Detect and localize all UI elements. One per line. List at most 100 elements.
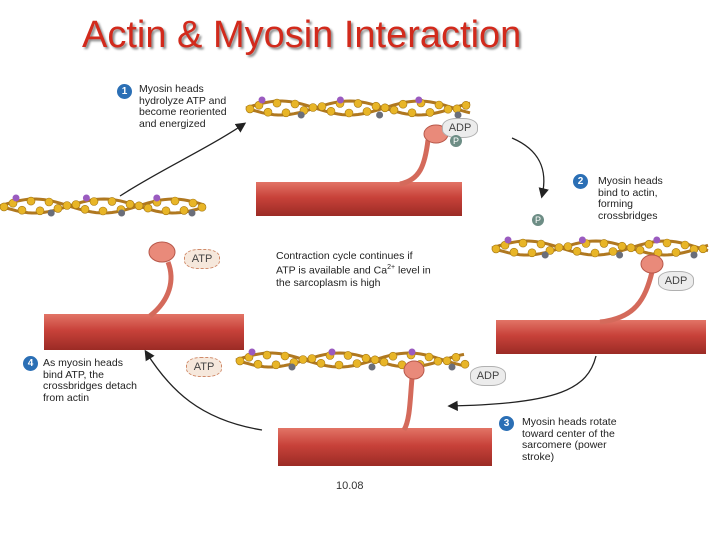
actin-bead: [398, 99, 408, 109]
troponin-complex: [12, 194, 20, 202]
actin-bead: [170, 196, 180, 206]
thick-filament-2: [496, 320, 706, 354]
note-line-2a: ATP is available and Ca: [276, 264, 388, 277]
actin-bead: [388, 351, 398, 361]
phosphate-label-released: P: [532, 214, 544, 226]
actin-bead: [361, 353, 371, 363]
actin-bead: [62, 201, 72, 210]
actin-bead: [491, 244, 501, 254]
actin-bead: [26, 196, 36, 206]
myosin-neck-1: [399, 139, 431, 187]
note-line-2b: level in: [395, 264, 431, 277]
actin-bead: [35, 206, 45, 216]
actin-bead: [344, 108, 354, 118]
actin-bead: [107, 197, 117, 206]
step-4-text: As myosin heads bind ATP, the crossbridg…: [43, 357, 137, 404]
actin-bead: [443, 104, 453, 114]
thin-filament-1: [245, 96, 471, 119]
thick-filament-4: [44, 314, 244, 350]
note-line-3: the sarcoplasm is high: [276, 276, 381, 289]
actin-bead: [280, 351, 290, 361]
actin-bead: [563, 242, 573, 251]
actin-strand: [0, 197, 205, 215]
actin-bead: [518, 238, 528, 248]
actin-bead: [389, 105, 399, 115]
actin-bead: [326, 107, 336, 116]
arrow-step1-to-step2: [511, 137, 549, 199]
troponin-complex: [578, 236, 586, 244]
actin-bead: [161, 206, 171, 216]
actin-bead: [545, 246, 555, 255]
actin-bead: [442, 356, 452, 366]
thick-filament-1: [256, 182, 462, 216]
actin-bead: [379, 357, 389, 367]
actin-bead: [572, 247, 582, 256]
actin-bead: [125, 199, 135, 209]
contraction-cycle-note: Contraction cycle continues if ATP is av…: [276, 250, 466, 289]
actin-bead: [461, 101, 471, 110]
step-3-text: Myosin heads rotate toward center of the…: [522, 416, 617, 463]
myosin-head-2: [640, 254, 664, 274]
actin-bead: [635, 245, 645, 255]
atp-label-step4-head: ATP: [184, 249, 220, 269]
actin-bead: [44, 197, 54, 207]
actin-bead: [308, 103, 318, 112]
actin-bead: [371, 101, 381, 111]
actin-bead: [298, 355, 308, 364]
actin-bead: [460, 359, 470, 369]
actin-bead: [271, 360, 281, 370]
actin-bead: [451, 352, 461, 362]
actin-bead: [353, 99, 363, 108]
step-3-badge: 3: [499, 416, 514, 431]
troponin-complex: [153, 194, 161, 202]
actin-bead: [370, 355, 380, 365]
actin-bead: [425, 108, 435, 117]
actin-bead: [0, 202, 9, 212]
actin-bead: [317, 102, 327, 111]
actin-bead: [290, 99, 300, 109]
troponin-complex: [690, 251, 698, 259]
actin-bead: [536, 239, 546, 249]
troponin-complex: [328, 348, 336, 356]
actin-bead: [253, 359, 263, 369]
figure-label: 10.08: [336, 480, 364, 492]
actin-bead: [197, 202, 207, 212]
actin-bead: [554, 243, 564, 252]
actin-bead: [644, 239, 654, 249]
troponin-complex: [288, 363, 296, 371]
thin-filament-3: [235, 348, 470, 371]
thin-filament-2: [491, 236, 709, 259]
actin-bead: [80, 205, 90, 214]
actin-bead: [334, 360, 344, 370]
actin-bead: [452, 104, 462, 114]
step-4-badge: 4: [23, 356, 38, 371]
actin-bead: [179, 206, 189, 215]
actin-bead: [433, 356, 443, 366]
arrow-step2-to-step3: [447, 355, 597, 412]
troponin-complex: [448, 363, 456, 371]
actin-strand: [245, 99, 471, 117]
step-2-badge: 2: [573, 174, 588, 189]
actin-bead: [509, 247, 519, 257]
troponin-complex: [188, 209, 196, 217]
troponin-complex: [616, 251, 624, 259]
actin-bead: [380, 103, 390, 113]
note-line-1: Contraction cycle continues if: [276, 250, 413, 262]
adp-label-step1: ADP: [442, 118, 478, 138]
actin-bead: [527, 248, 537, 258]
thick-filament-3: [278, 428, 492, 466]
actin-bead: [407, 108, 417, 118]
adp-label-released: ADP: [470, 366, 506, 386]
atp-label-step4: ATP: [186, 357, 222, 377]
troponin-complex: [47, 209, 55, 217]
troponin-complex: [504, 236, 512, 244]
step-1-text: Myosin heads hydrolyze ATP and become re…: [139, 83, 227, 130]
arrow-step4-to-step1: [119, 122, 247, 197]
actin-bead: [434, 100, 444, 110]
step-1-badge: 1: [117, 84, 132, 99]
troponin-complex: [248, 348, 256, 356]
troponin-complex: [258, 96, 266, 104]
actin-bead: [272, 98, 282, 108]
myosin-head-3: [403, 360, 425, 380]
phosphate-label-step1: P: [450, 135, 462, 147]
